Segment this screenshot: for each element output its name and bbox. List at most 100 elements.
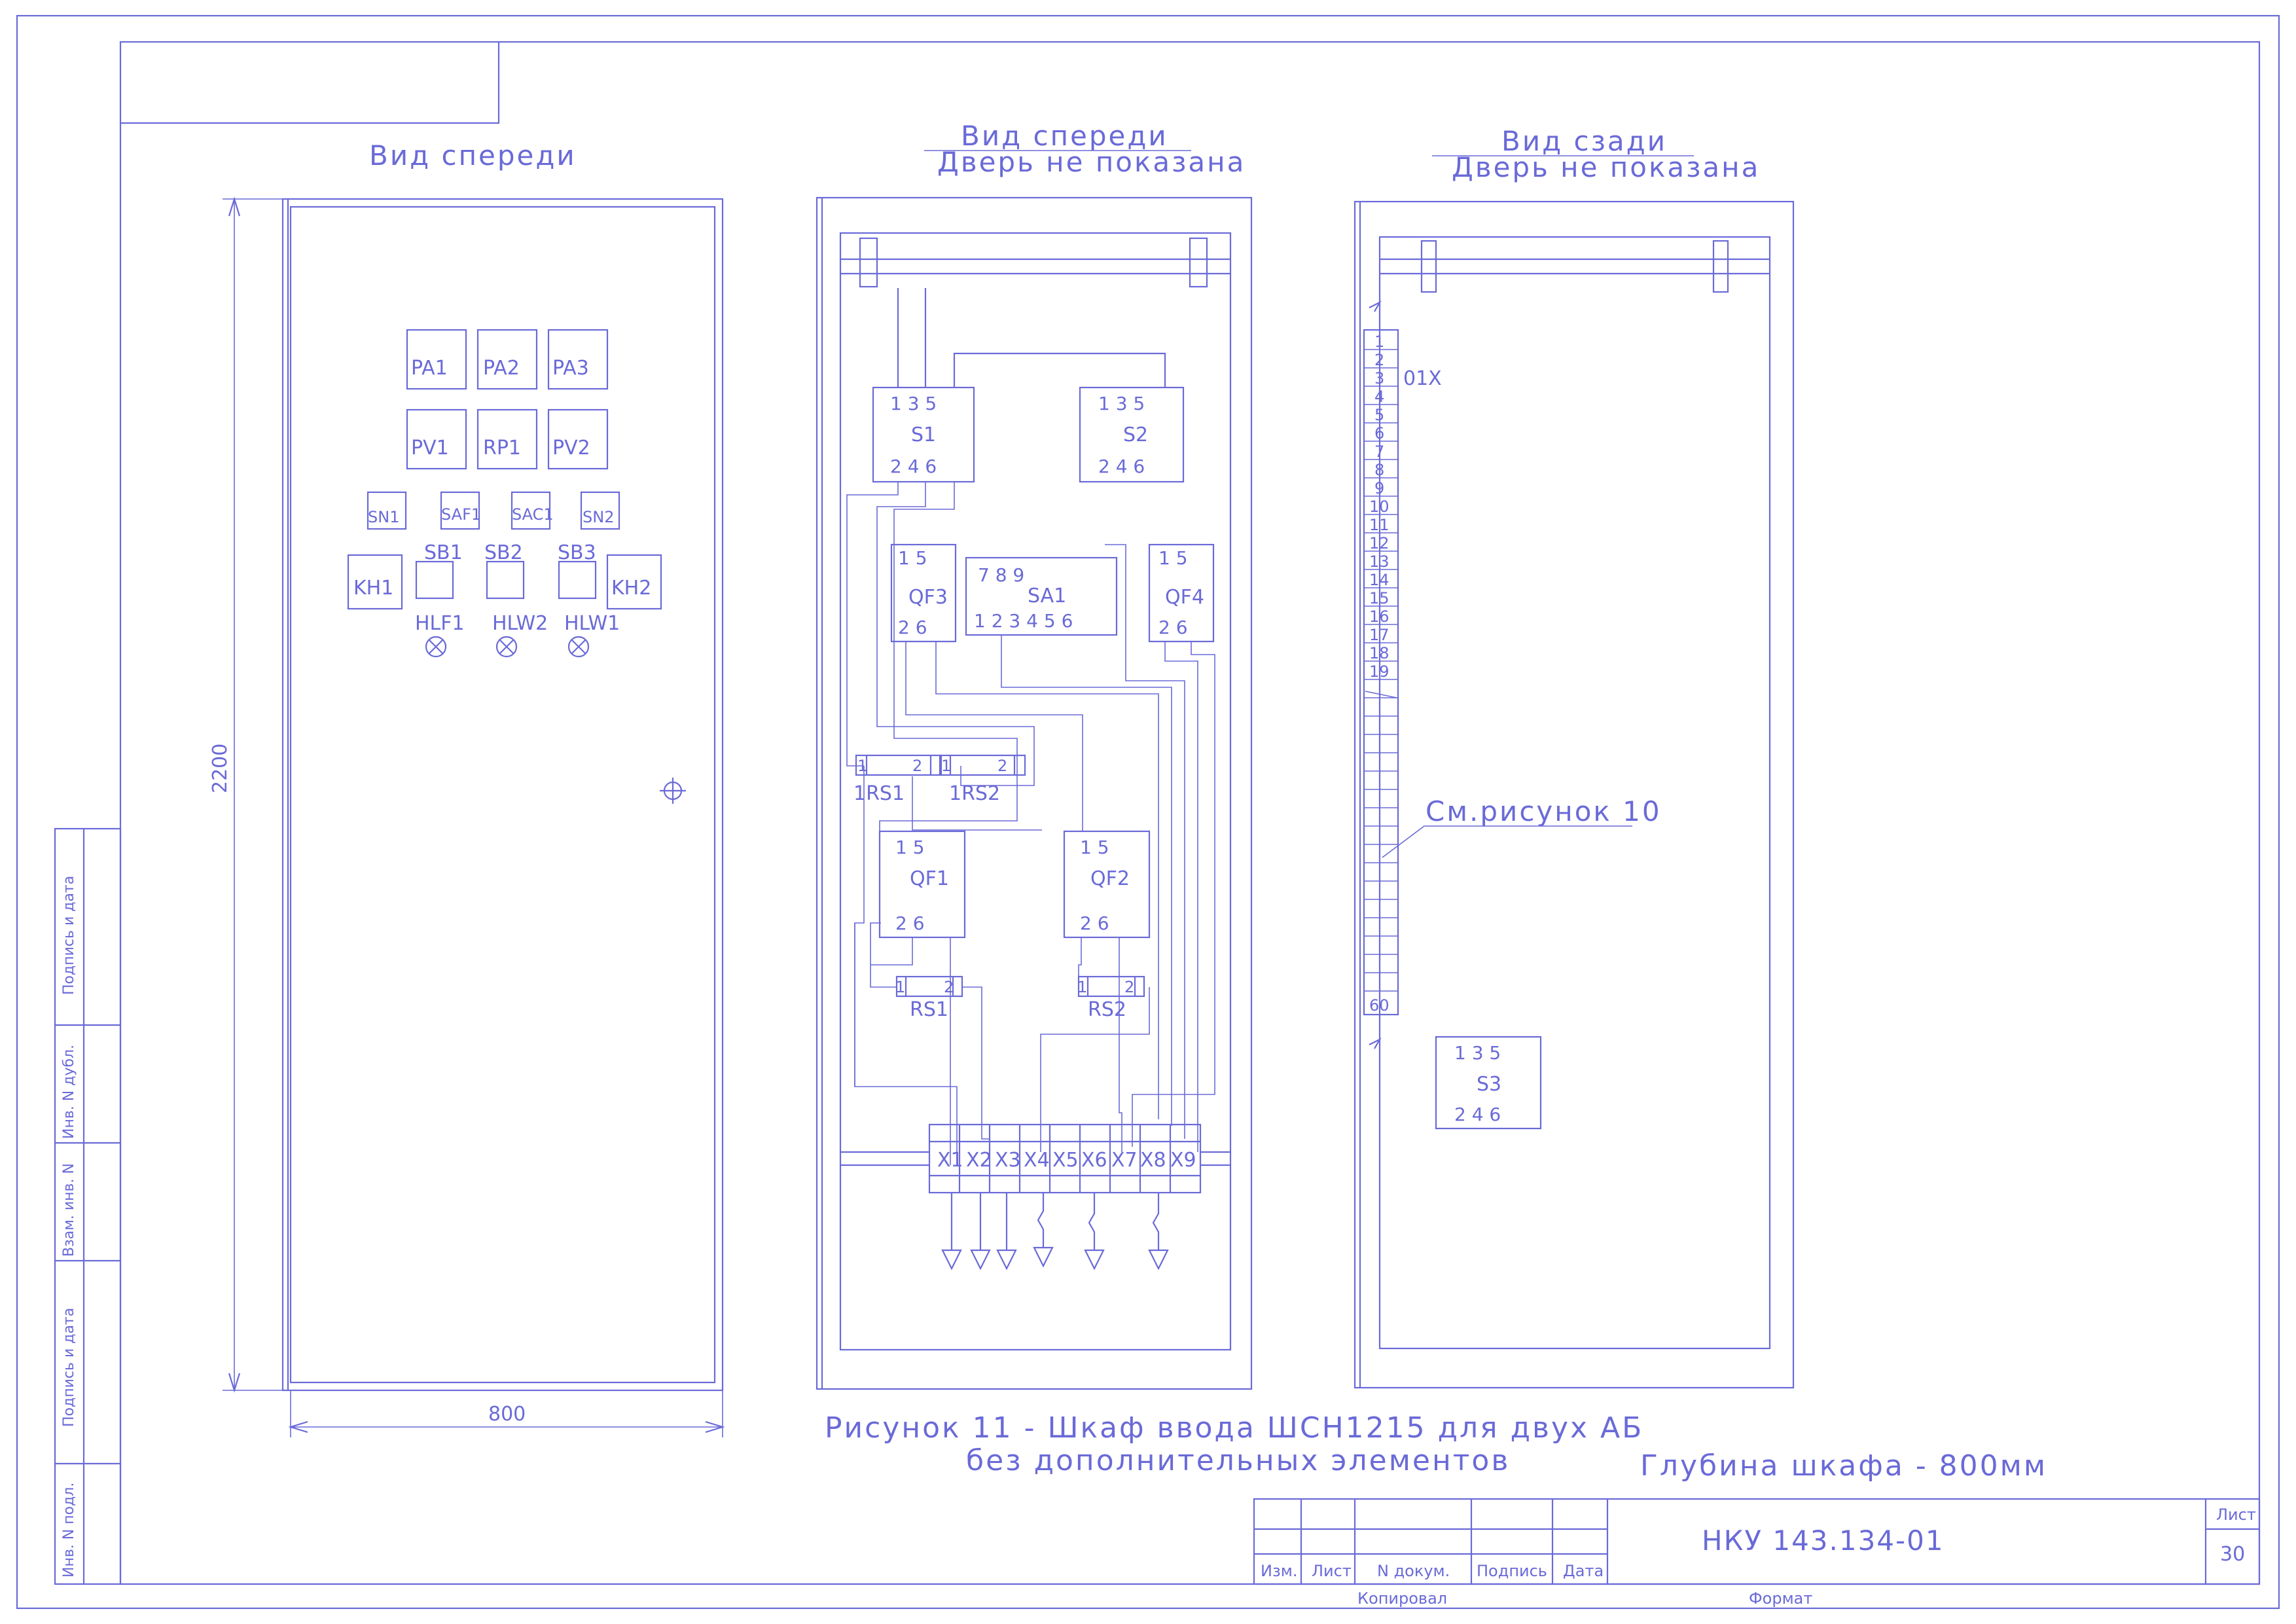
meter-pv2 [547,408,609,470]
terminal-x2: X2 [966,1149,992,1172]
breaker-qf1-bottom-pins: 2 6 [895,912,925,934]
terminal-01x-10: 10 [1369,497,1390,516]
copied-label: Копировал [1357,1589,1447,1608]
shunt-rs2-pin1: 1 [1077,978,1087,996]
meter-pa1-label: PA1 [411,357,448,380]
breaker-qf3-bottom-pins: 2 6 [898,617,927,638]
title-block: Изм. Лист N докум. Подпись Дата НКУ 143.… [1253,1498,2261,1608]
terminal-01x-13: 13 [1369,552,1390,571]
breaker-qf3-label: QF3 [908,586,948,609]
format-label: Формат [1749,1589,1812,1608]
lamp-hlw2-label: HLW2 [492,612,548,635]
switch-s3-top-pins: 1 3 5 [1454,1042,1501,1064]
rear-view: Вид сзади Дверь не показана 1 2 3 4 5 6 … [1354,125,1795,1389]
front-view-title: Вид спереди [369,139,577,171]
top-left-stamp [120,42,500,124]
terminal-x3: X3 [995,1149,1021,1172]
key-kh1 [347,554,403,610]
shunt-1rs1 [855,754,942,776]
terminal-01x-8: 8 [1374,461,1384,479]
breaker-qf4 [1148,543,1215,643]
breaker-qf2-label: QF2 [1090,867,1130,890]
terminal-01x-4: 4 [1374,388,1384,406]
switch-saf1 [440,491,480,530]
breaker-qf4-label: QF4 [1165,586,1204,609]
breaker-qf1-top-pins: 1 5 [895,837,925,858]
shunt-rs2-label: RS2 [1088,998,1126,1021]
terminal-block-x: X1 X2 X3 X4 X5 X6 X7 X8 X9 [928,1123,1202,1194]
shunt-1rs1-pin1: 1 [857,757,867,775]
switch-s3-label: S3 [1477,1073,1501,1096]
figure-caption: Рисунок 11 - Шкаф ввода ШСН1215 для двух… [825,1411,1643,1445]
switch-sa1-top-pins: 7 8 9 [978,564,1024,586]
switch-sa1-bottom-pins: 1 2 3 4 5 6 [974,610,1073,632]
stamp-inv-podl: Инв. N подл. [61,1483,77,1578]
shunt-rs1-pin2: 2 [944,978,954,996]
shunt-1rs1-pin2: 2 [912,757,922,775]
header-date: Дата [1563,1562,1604,1580]
meter-pa3-label: PA3 [552,357,589,380]
lamp-hlw1 [567,636,590,658]
dimension-width: 800 [288,1390,725,1437]
terminal-01x-15: 15 [1369,589,1390,607]
terminal-01x-1: 1 [1374,333,1384,351]
shunt-1rs2 [939,754,1026,776]
breaker-qf1 [878,830,966,939]
switch-sa1 [965,556,1118,636]
stamp-vzam-inv: Взам. инв. N [61,1163,77,1257]
header-signature: Подпись [1477,1562,1547,1580]
switch-s2-top-pins: 1 3 5 [1098,393,1145,414]
meter-rp1 [476,408,538,470]
shunt-rs1-pin1: 1 [895,978,905,996]
terminal-x1: X1 [937,1149,963,1172]
terminal-x6: X6 [1081,1149,1107,1172]
inner-frame [119,41,2261,1585]
terminal-01x-3: 3 [1374,369,1384,388]
switch-s3-bottom-pins: 2 4 6 [1454,1104,1501,1125]
breaker-qf4-top-pins: 1 5 [1158,547,1188,569]
terminal-01x-2: 2 [1374,351,1384,369]
terminal-01x-18: 18 [1369,644,1390,662]
switch-s1-label: S1 [911,424,936,446]
terminal-01x-19: 19 [1369,662,1390,681]
door-lock-icon [660,778,686,804]
terminal-01x-7: 7 [1374,442,1384,461]
shunt-1rs2-label: 1RS2 [949,782,1000,805]
breaker-qf4-bottom-pins: 2 6 [1158,617,1188,638]
button-sb3-label: SB3 [558,541,596,564]
switch-s2 [1079,386,1185,483]
terminal-01x-17: 17 [1369,626,1390,644]
switch-sn2 [580,491,620,530]
meter-pa3 [547,329,609,390]
switch-s1 [872,386,975,483]
button-sb1-label: SB1 [424,541,463,564]
switch-s2-bottom-pins: 2 4 6 [1098,456,1145,477]
header-doc-number: N докум. [1377,1562,1450,1580]
rear-view-title: Вид сзади [1501,125,1667,157]
breaker-qf3-top-pins: 1 5 [898,547,927,569]
stamp-sign-date-2: Подпись и дата [61,876,77,995]
switch-sa1-label: SA1 [1028,585,1066,607]
sheet-number: 30 [2220,1543,2245,1566]
button-sb2 [486,560,525,600]
shunt-rs1 [895,975,963,998]
side-stamp: Инв. N подл. Подпись и дата Взам. инв. N… [54,827,122,1585]
terminal-x7: X7 [1111,1149,1138,1172]
cabinet-depth-note: Глубина шкафа - 800мм [1640,1449,2047,1483]
lamp-hlf1 [425,636,447,658]
key-kh2 [606,554,662,610]
terminal-01x-11: 11 [1369,516,1390,534]
terminal-01x-12: 12 [1369,534,1390,552]
switch-sn1-label: SN1 [368,508,399,526]
button-sb1 [415,560,454,600]
dimension-height-label: 2200 [209,744,232,793]
rear-view-subtitle: Дверь не показана [1452,151,1760,183]
outer-border [16,14,2280,1610]
shunt-1rs1-label: 1RS1 [853,782,905,805]
dimension-height: 2200 [209,196,283,1393]
switch-sac1 [511,491,551,530]
switch-sn2-label: SN2 [583,508,614,526]
shunt-rs1-label: RS1 [910,998,948,1021]
front-open-subtitle: Дверь не показана [937,146,1246,178]
shunt-1rs2-pin1: 1 [941,757,951,775]
